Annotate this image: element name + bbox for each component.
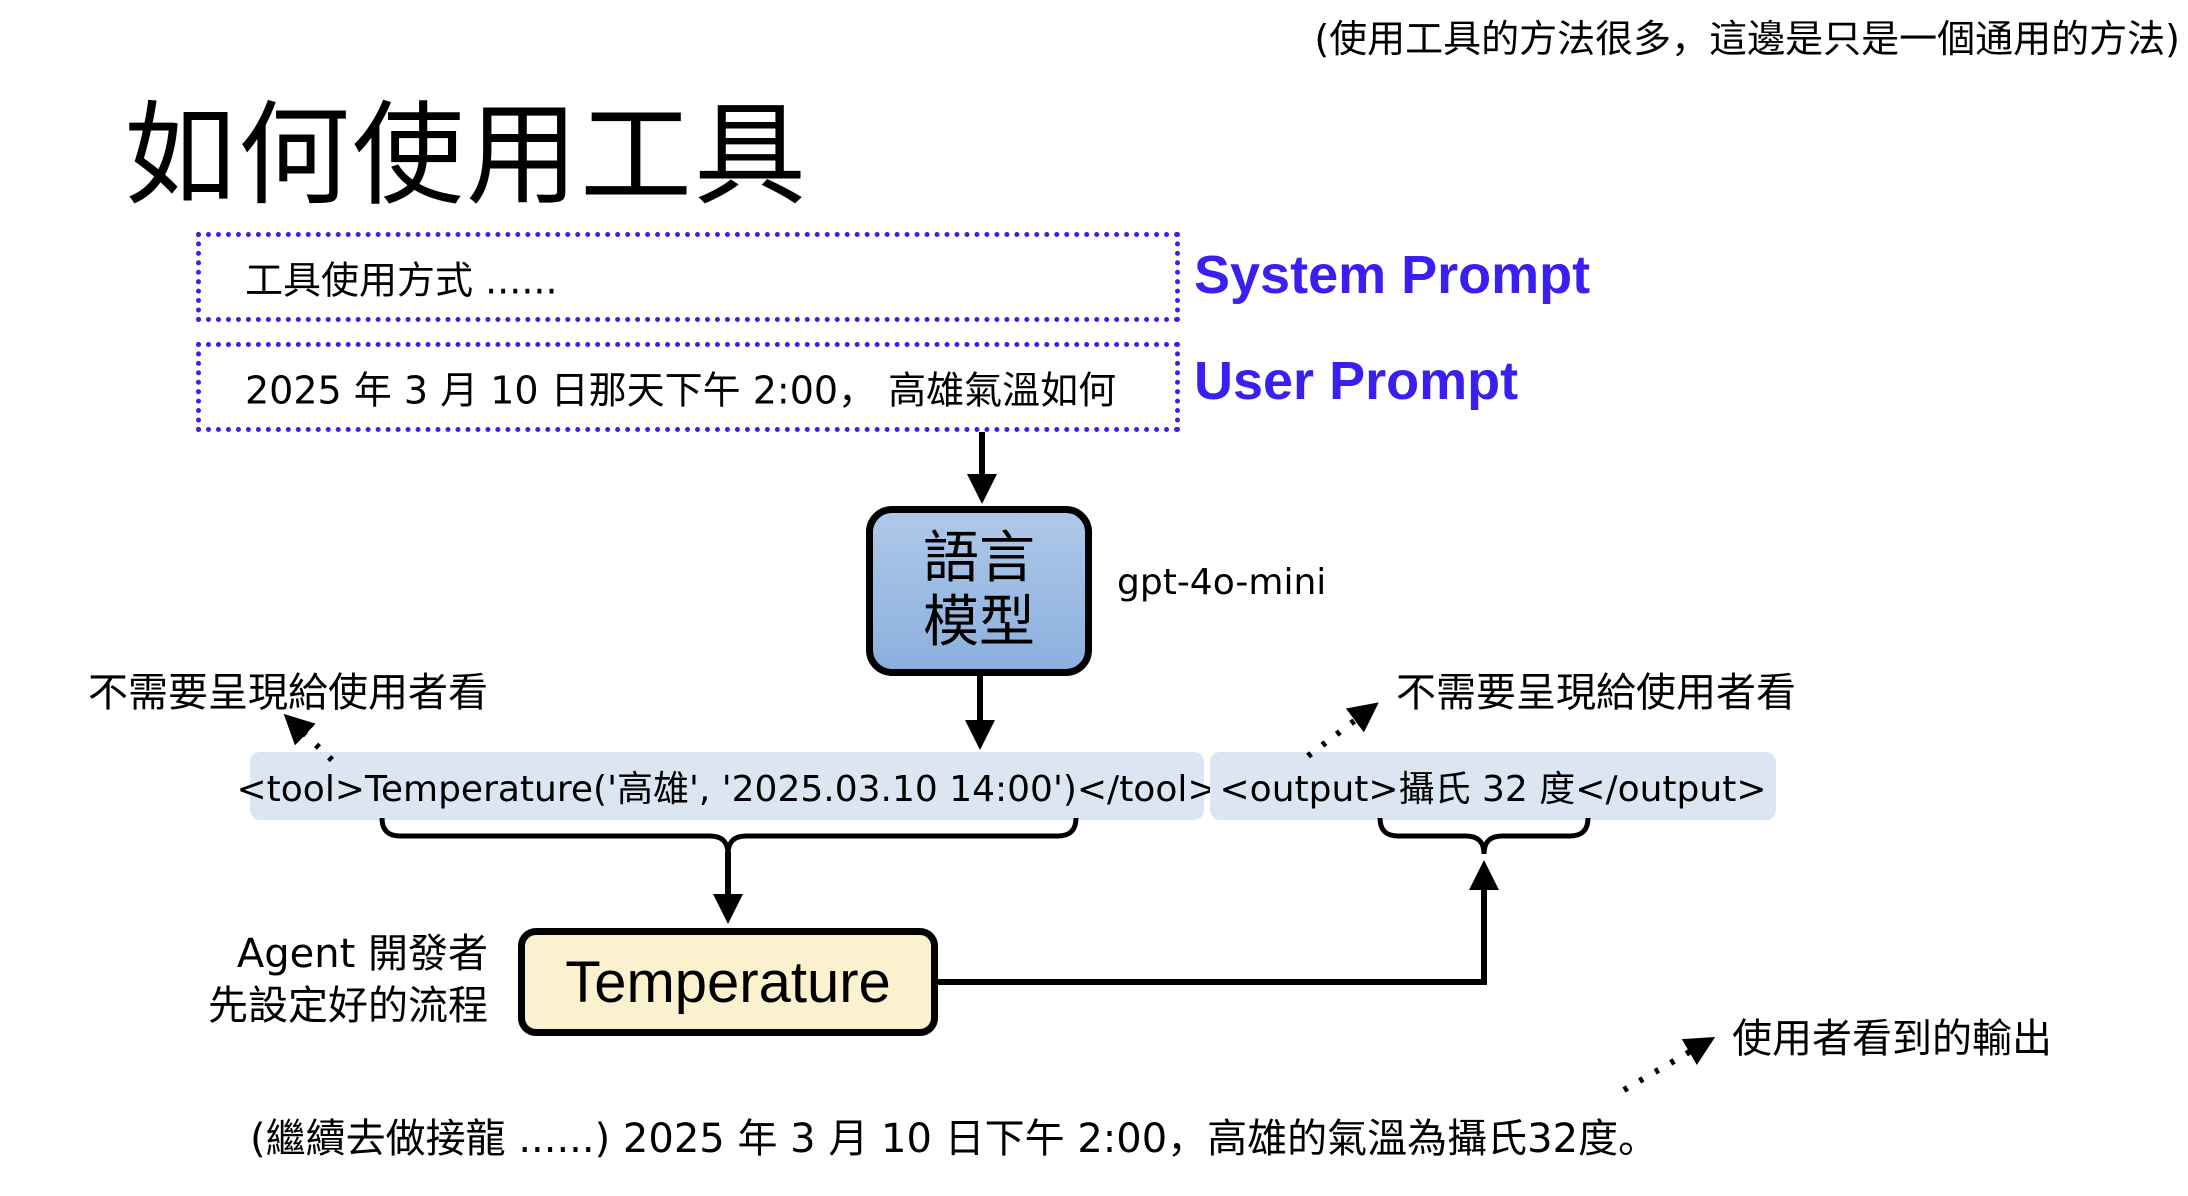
tool-call-text: <tool>Temperature('高雄', '2025.03.10 14:0… — [236, 769, 1218, 810]
tool-output-text: <output>攝氏 32 度</output> — [1219, 769, 1767, 810]
user-prompt-label: User Prompt — [1194, 351, 1519, 411]
note-text: (使用工具的方法很多，這邊是只是一個通用的方法) — [1314, 17, 2180, 61]
dotted-arrow-hint-left — [283, 713, 335, 763]
model-name: gpt-4o-mini — [1117, 562, 1327, 603]
temperature-tool-label: Temperature — [565, 949, 891, 1015]
temperature-tool-box: Temperature — [518, 928, 938, 1036]
hidden-hint-left: 不需要呈現給使用者看 — [88, 670, 488, 716]
user-prompt-content: 2025 年 3 月 10 日那天下午 2:00， 高雄氣溫如何 — [245, 368, 1117, 413]
system-prompt-box: 工具使用方式 ...... — [196, 232, 1180, 322]
arrow-tool-to-output — [938, 860, 1499, 985]
dotted-arrow-hint-output — [1622, 1036, 1716, 1093]
page-title: 如何使用工具 — [124, 91, 808, 221]
llm-label-line1: 語言 — [923, 525, 1035, 591]
user-prompt-box: 2025 年 3 月 10 日那天下午 2:00， 高雄氣溫如何 — [196, 342, 1180, 432]
agent-label-line1: Agent 開發者 — [236, 931, 488, 977]
agent-developer-label: Agent 開發者 先設定好的流程 — [150, 928, 488, 1032]
dotted-arrow-hint-right — [1306, 702, 1379, 759]
brace-tool-output — [1377, 817, 1591, 855]
final-output-text: (繼續去做接龍 ......) 2025 年 3 月 10 日下午 2:00，高… — [250, 1116, 1659, 1162]
hidden-hint-right: 不需要呈現給使用者看 — [1396, 670, 1796, 716]
tool-call-box: <tool>Temperature('高雄', '2025.03.10 14:0… — [236, 752, 1218, 820]
llm-label-line2: 模型 — [923, 590, 1035, 655]
system-prompt-content: 工具使用方式 ...... — [245, 258, 558, 303]
agent-label-line2: 先設定好的流程 — [208, 983, 488, 1029]
user-visible-output-hint: 使用者看到的輸出 — [1732, 1016, 2052, 1062]
system-prompt-label: System Prompt — [1194, 245, 1591, 305]
language-model-box: 語言 模型 — [866, 506, 1092, 676]
tool-output-box: <output>攝氏 32 度</output> — [1210, 752, 1776, 820]
brace-tool-call — [379, 817, 1079, 855]
